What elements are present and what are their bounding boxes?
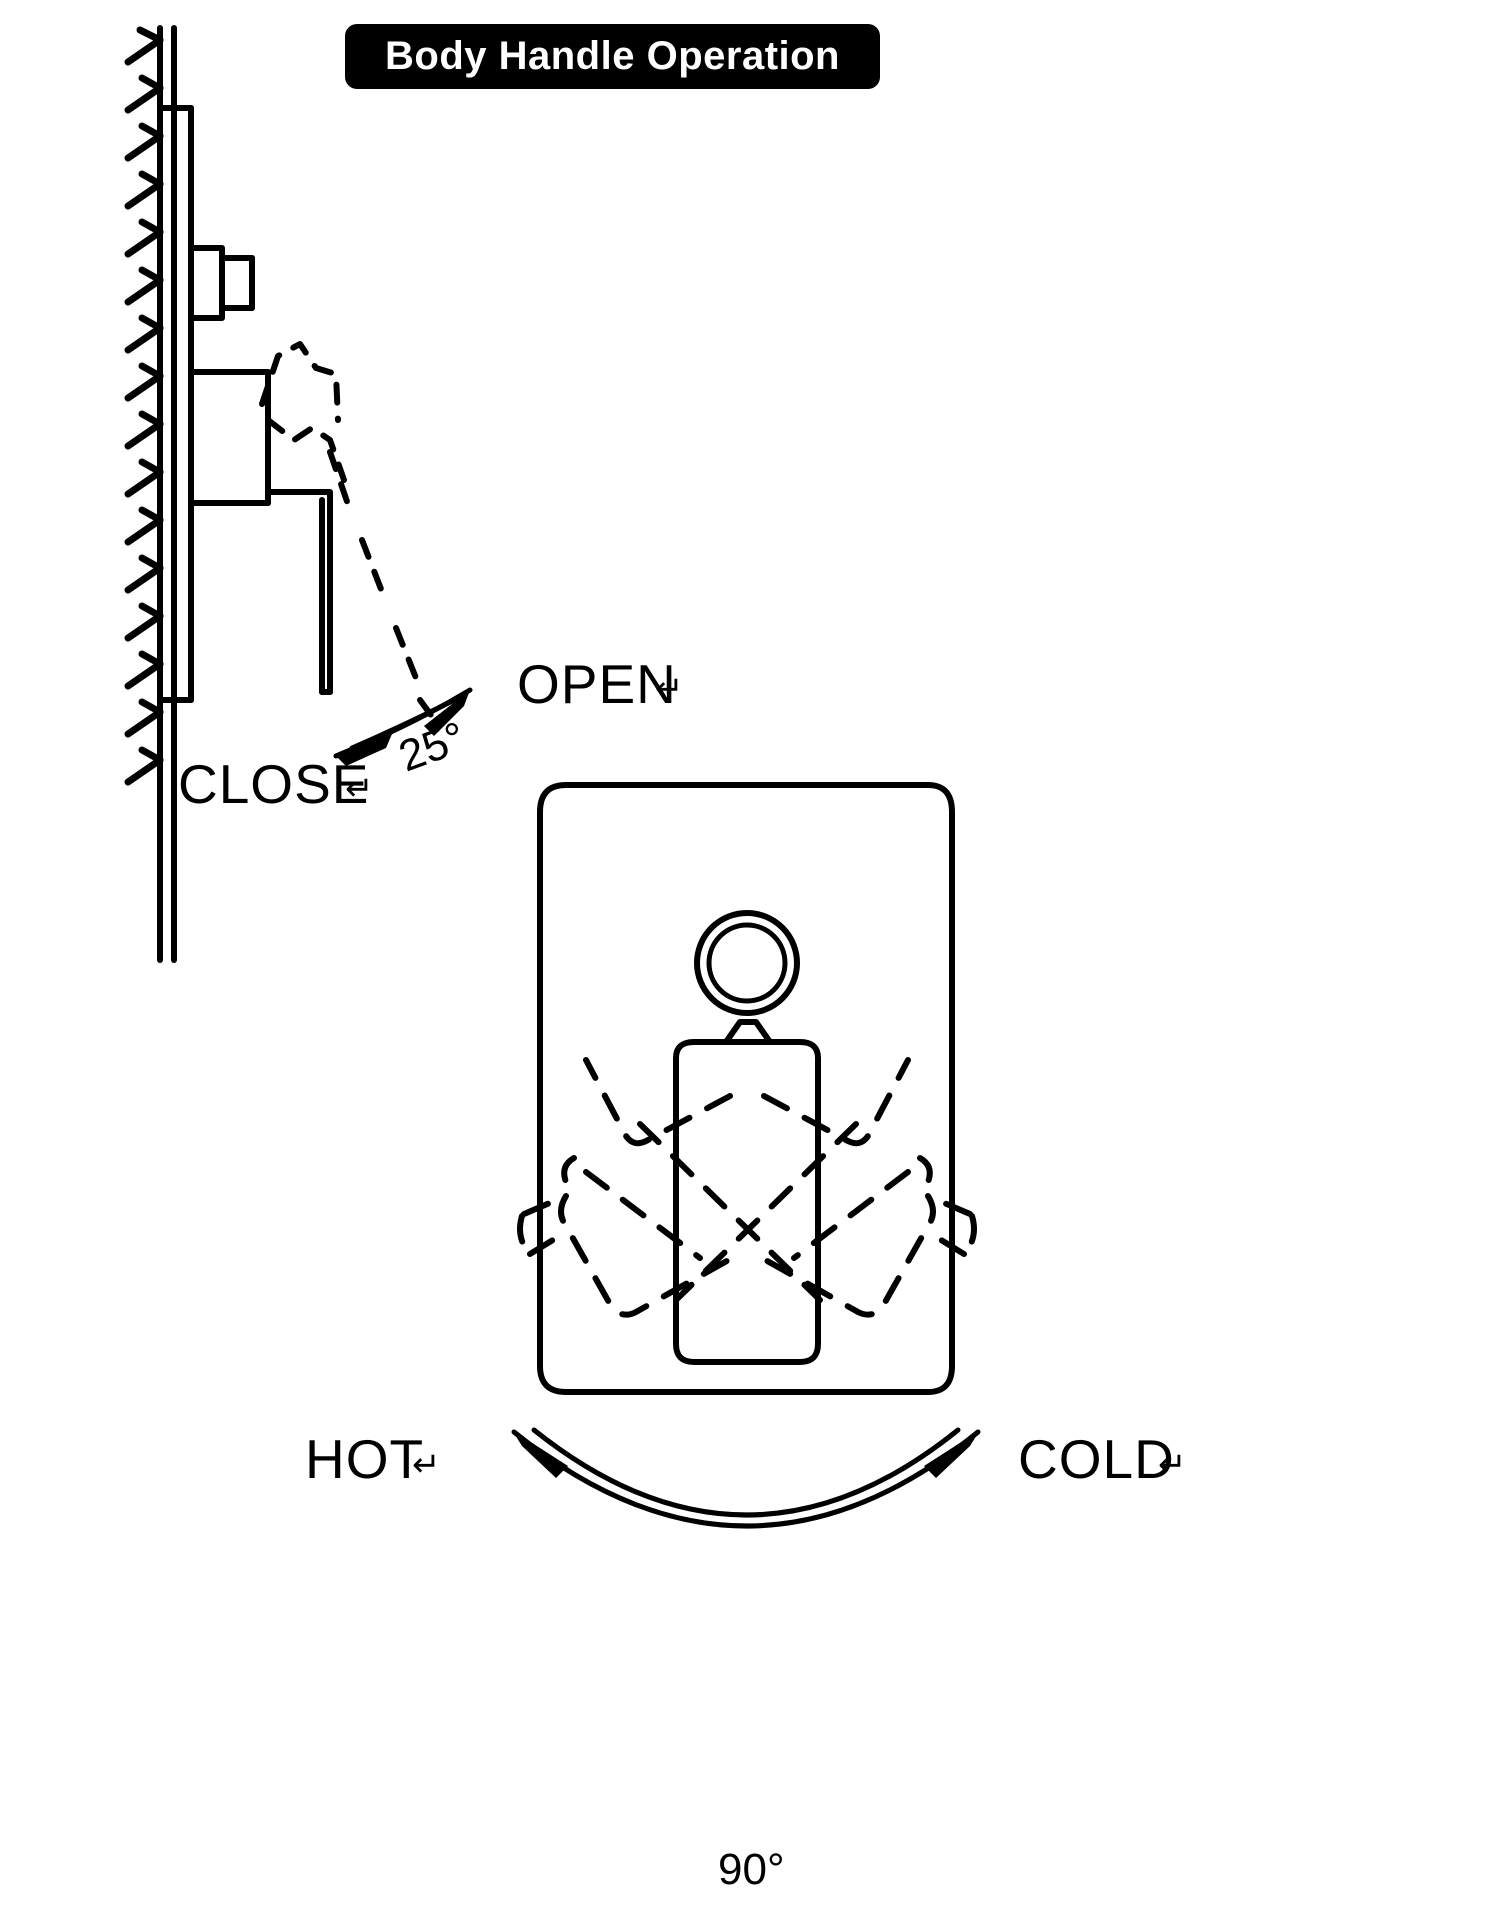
lever-handle-open-ghost xyxy=(259,341,439,725)
label-open: OPEN xyxy=(517,653,677,715)
angle-arc-25 xyxy=(333,687,473,766)
wall-line xyxy=(157,25,177,963)
label-open-return-icon: ↵ xyxy=(655,670,684,708)
label-hot-return-icon: ↵ xyxy=(412,1446,441,1484)
handle-ghost-cold xyxy=(759,1057,977,1318)
trim-ring xyxy=(694,910,800,1016)
label-cold: COLD xyxy=(1018,1428,1175,1490)
page-title: Body Handle Operation xyxy=(385,34,840,78)
backplate xyxy=(160,105,194,703)
label-cold-return-icon: ↵ xyxy=(1158,1446,1187,1484)
lever-handle-front xyxy=(673,1039,821,1365)
label-close: CLOSE xyxy=(178,753,369,815)
upper-outlet-boss xyxy=(188,245,255,321)
label-hot: HOT xyxy=(305,1428,424,1490)
label-angle-90: 90° xyxy=(718,1845,785,1894)
wall-hatch-marks xyxy=(124,26,164,786)
handle-ghost-hot xyxy=(517,1057,735,1318)
angle-arc-90 xyxy=(511,1427,981,1529)
handle-swing-diagonals xyxy=(637,1121,859,1303)
side-view-group: OPEN ↵ CLOSE ↵ 25° xyxy=(124,25,684,963)
diagram-title-chip: Body Handle Operation xyxy=(345,24,880,89)
escutcheon-plate xyxy=(537,782,955,1395)
front-view-group: HOT ↵ COLD ↵ 90° xyxy=(305,782,1187,1894)
mixer-body-block xyxy=(188,369,271,506)
lever-handle-side xyxy=(265,489,333,695)
label-close-return-icon: ↵ xyxy=(345,770,374,808)
handle-neck xyxy=(723,1019,773,1045)
